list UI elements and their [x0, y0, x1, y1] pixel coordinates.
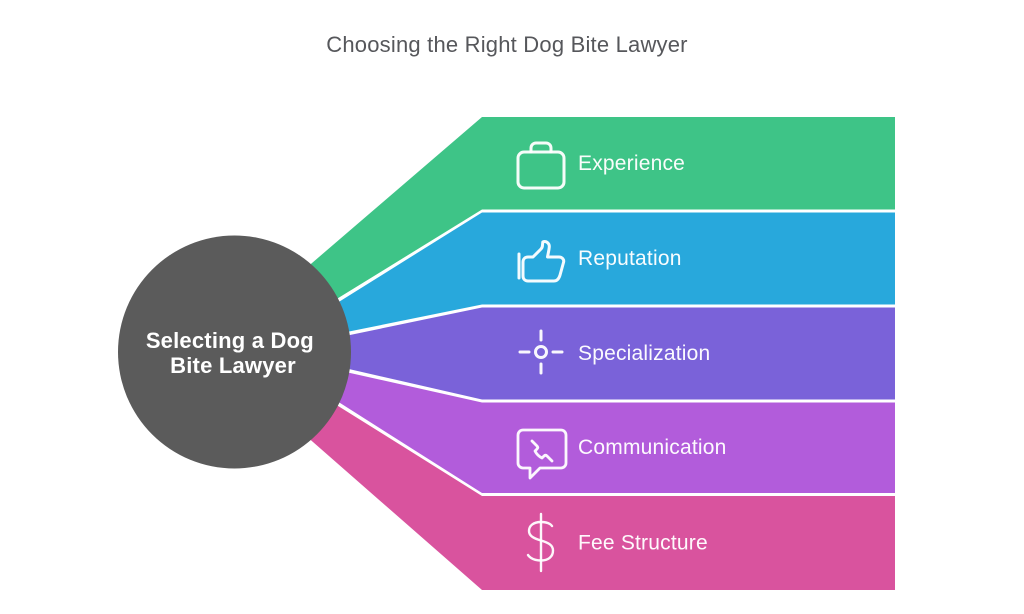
band-shape	[329, 370, 895, 493]
band-experience: Experience	[302, 117, 895, 305]
thumbs-up-icon	[517, 240, 566, 283]
center-node: Selecting a Dog Bite Lawyer	[118, 235, 351, 469]
briefcase-icon	[516, 141, 566, 190]
band-specialization: Specialization	[338, 307, 895, 400]
band-label: Reputation	[578, 247, 682, 270]
dollar-icon	[526, 512, 555, 573]
center-label-line1: Selecting a Dog	[146, 328, 314, 353]
band-shape	[302, 399, 895, 590]
band-shape	[302, 117, 895, 305]
center-label-line2: Bite Lawyer	[170, 353, 296, 378]
band-label: Communication	[578, 436, 727, 459]
band-reputation: Reputation	[329, 212, 895, 334]
center-label: Selecting a Dog Bite Lawyer	[146, 328, 320, 378]
band-label: Fee Structure	[578, 532, 708, 555]
band-shape	[338, 307, 895, 400]
band-shape	[329, 212, 895, 334]
chat-phone-icon	[516, 428, 568, 480]
band-communication: Communication	[329, 370, 895, 493]
center-circle	[118, 235, 351, 469]
crosshair-icon	[518, 329, 564, 375]
diagram-title: Choosing the Right Dog Bite Lawyer	[326, 32, 687, 57]
band-label: Specialization	[578, 342, 710, 365]
band-fee-structure: Fee Structure	[302, 399, 895, 590]
band-label: Experience	[578, 152, 685, 175]
